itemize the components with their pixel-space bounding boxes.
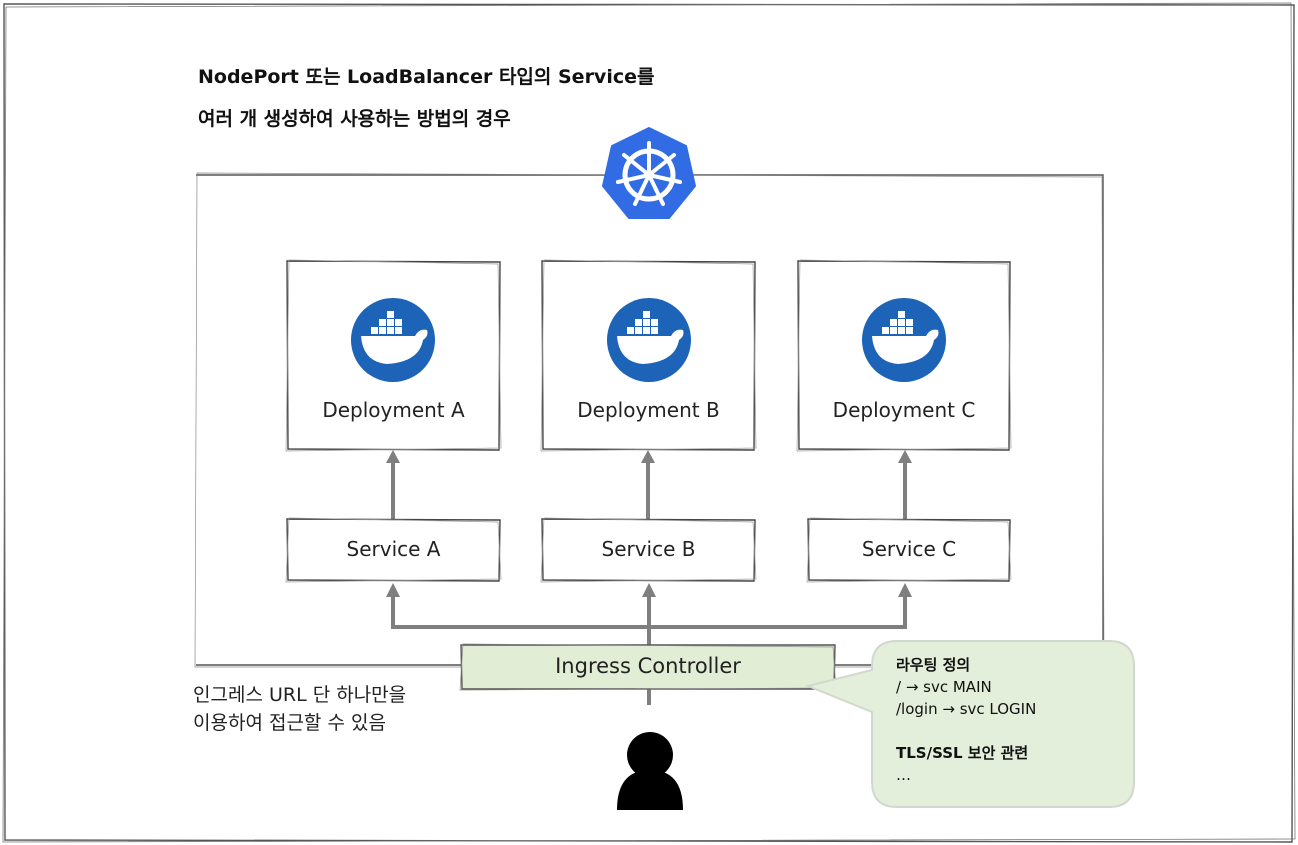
docker-whale-icon xyxy=(862,298,946,382)
routing-bubble-text: 라우팅 정의 / → svc MAIN /login → svc LOGIN T… xyxy=(896,654,1036,786)
ingress-controller-label: Ingress Controller xyxy=(555,654,741,678)
title-line-1: NodePort 또는 LoadBalancer 타입의 Service를 xyxy=(198,66,655,88)
bubble-heading: 라우팅 정의 xyxy=(896,656,971,674)
docker-whale-icon xyxy=(351,298,435,382)
docker-whale-icon xyxy=(607,298,691,382)
service-b-label: Service B xyxy=(601,537,696,561)
deployment-b-label: Deployment B xyxy=(577,398,720,422)
bubble-route-1: / → svc MAIN xyxy=(896,678,992,696)
title-line-2: 여러 개 생성하여 사용하는 방법의 경우 xyxy=(198,108,511,130)
routing-bubble xyxy=(804,640,1135,808)
service-box-c xyxy=(807,518,1011,582)
service-box-b xyxy=(541,518,756,582)
deployment-a-label: Deployment A xyxy=(322,398,465,422)
note-line-1: 인그레스 URL 단 하나만을 xyxy=(193,684,407,706)
service-to-deployment-arrows xyxy=(386,450,912,519)
user-icon xyxy=(617,732,683,810)
bubble-tls: TLS/SSL 보안 관련 xyxy=(896,744,1029,762)
deployment-c-label: Deployment C xyxy=(832,398,976,422)
ingress-note: 인그레스 URL 단 하나만을 이용하여 접근할 수 있음 xyxy=(193,681,406,737)
bubble-route-2: /login → svc LOGIN xyxy=(896,700,1037,718)
service-c-label: Service C xyxy=(861,537,957,561)
bubble-more: … xyxy=(896,766,911,784)
note-line-2: 이용하여 접근할 수 있음 xyxy=(193,712,386,734)
service-box-a xyxy=(286,518,501,582)
service-a-label: Service A xyxy=(346,537,441,561)
kubernetes-icon xyxy=(602,127,696,219)
